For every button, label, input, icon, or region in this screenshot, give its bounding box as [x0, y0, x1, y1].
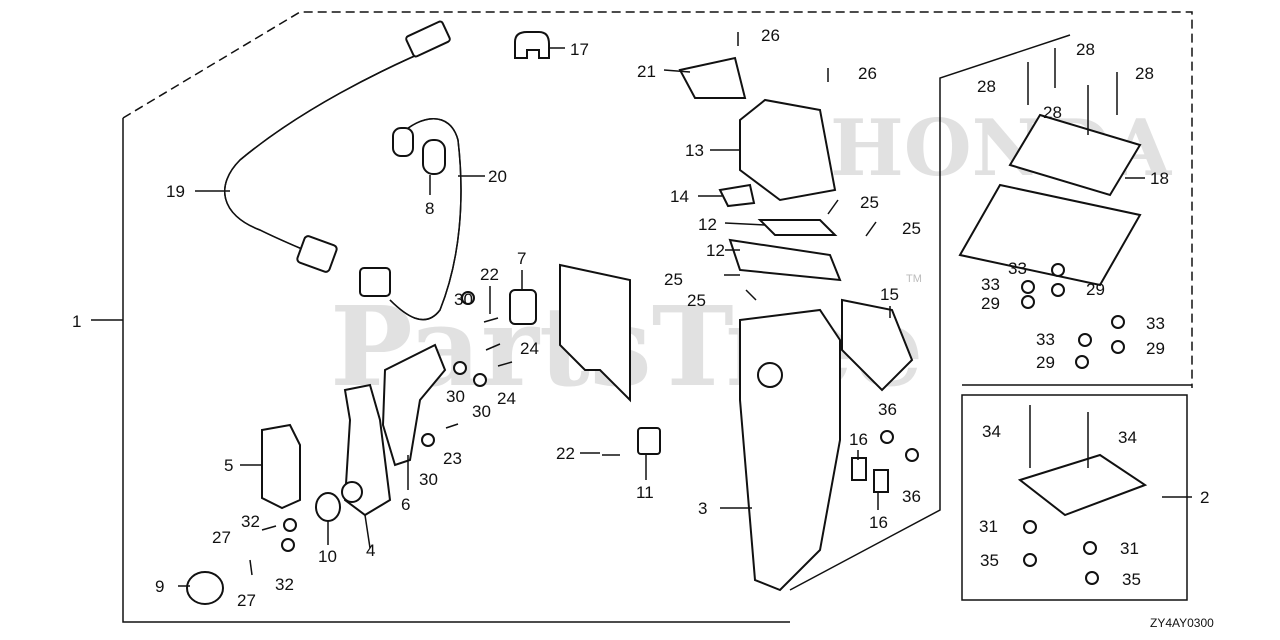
callout-1: 1 — [72, 312, 81, 331]
callout-29d: 29 — [1036, 353, 1055, 372]
bracket-6 — [381, 343, 447, 467]
callout-34b: 34 — [1118, 428, 1137, 447]
callout-30b: 30 — [446, 387, 465, 406]
callout-27b: 27 — [237, 591, 256, 610]
callout-28d: 28 — [1043, 103, 1062, 122]
callout-22a: 22 — [480, 265, 499, 284]
callout-35b: 35 — [1122, 570, 1141, 589]
callout-25d: 25 — [687, 291, 706, 310]
callout-21: 21 — [637, 62, 656, 81]
callout-29b: 29 — [981, 294, 1000, 313]
callout-33c: 33 — [1146, 314, 1165, 333]
callout-labels: 1 2 3 4 5 6 7 8 9 10 11 12 12 13 14 15 1… — [72, 26, 1209, 610]
nuts-group — [281, 263, 1125, 585]
callout-36b: 36 — [902, 487, 921, 506]
callout-6: 6 — [401, 495, 410, 514]
callout-30c: 30 — [472, 402, 491, 421]
control-body-3 — [739, 308, 841, 592]
callout-26a: 26 — [761, 26, 780, 45]
trademark-mark: TM — [906, 273, 922, 285]
callout-2: 2 — [1200, 488, 1209, 507]
grip-5 — [261, 423, 301, 510]
callout-24a: 24 — [520, 339, 539, 358]
clip-16b — [873, 469, 889, 493]
callout-30d: 30 — [419, 470, 438, 489]
harness-19 — [224, 20, 451, 273]
callout-31a: 31 — [979, 517, 998, 536]
knob-9 — [186, 571, 224, 605]
drawing-code: ZY4AY0300 — [1150, 616, 1214, 630]
callout-8: 8 — [425, 199, 434, 218]
bracket-12b — [728, 238, 842, 282]
harness-20 — [359, 118, 462, 321]
callout-28b: 28 — [1135, 64, 1154, 83]
callout-12b: 12 — [706, 241, 725, 260]
callout-26b: 26 — [858, 64, 877, 83]
callout-29c: 29 — [1146, 339, 1165, 358]
callout-16a: 16 — [849, 430, 868, 449]
callout-33b: 33 — [981, 275, 1000, 294]
callout-33d: 33 — [1036, 330, 1055, 349]
callout-14: 14 — [670, 187, 689, 206]
callout-36a: 36 — [878, 400, 897, 419]
clip-14 — [718, 183, 756, 208]
plate-15 — [841, 298, 914, 392]
spacer-2 — [1017, 453, 1148, 517]
cover-21 — [678, 56, 747, 99]
bracket-12a — [757, 219, 838, 236]
seal-18 — [958, 183, 1142, 287]
callout-25a: 25 — [860, 193, 879, 212]
clip-16a — [851, 457, 867, 481]
callout-28a: 28 — [1076, 40, 1095, 59]
callout-32b: 32 — [275, 575, 294, 594]
callout-35a: 35 — [980, 551, 999, 570]
cam-11 — [637, 427, 661, 455]
cover-13 — [739, 98, 837, 202]
gasket-18 — [1008, 113, 1142, 197]
callout-7: 7 — [517, 249, 526, 268]
callout-17: 17 — [570, 40, 589, 59]
callout-25c: 25 — [664, 270, 683, 289]
callout-31b: 31 — [1120, 539, 1139, 558]
callout-3: 3 — [698, 499, 707, 518]
callout-16b: 16 — [869, 513, 888, 532]
callout-4: 4 — [366, 541, 375, 560]
callout-28c: 28 — [977, 77, 996, 96]
callout-19: 19 — [166, 182, 185, 201]
cap-17 — [514, 31, 550, 59]
leader-lines — [91, 47, 1192, 587]
callout-32a: 32 — [241, 512, 260, 531]
screws-group — [249, 32, 877, 576]
switch-8 — [422, 139, 446, 175]
assembly-1-frame — [122, 11, 1193, 623]
callout-11: 11 — [636, 483, 654, 502]
gasket-plate — [559, 263, 631, 403]
callout-33a: 33 — [1008, 259, 1027, 278]
shaft-3 — [757, 362, 783, 388]
callout-30a: 30 — [454, 290, 473, 309]
callout-15: 15 — [880, 285, 899, 304]
callout-18: 18 — [1150, 169, 1169, 188]
washer-10 — [315, 492, 341, 522]
callout-25b: 25 — [902, 219, 921, 238]
clip-7 — [509, 289, 537, 325]
callout-27a: 27 — [212, 528, 231, 547]
lever-4-hole — [341, 481, 363, 503]
callout-22b: 22 — [556, 444, 575, 463]
callout-24b: 24 — [497, 389, 516, 408]
callout-34a: 34 — [982, 422, 1001, 441]
callout-12a: 12 — [698, 215, 717, 234]
callout-20: 20 — [488, 167, 507, 186]
callout-13: 13 — [685, 141, 704, 160]
callout-9: 9 — [155, 577, 164, 596]
callout-23: 23 — [443, 449, 462, 468]
callout-10: 10 — [318, 547, 337, 566]
callout-29a: 29 — [1086, 280, 1105, 299]
callout-5: 5 — [224, 456, 233, 475]
